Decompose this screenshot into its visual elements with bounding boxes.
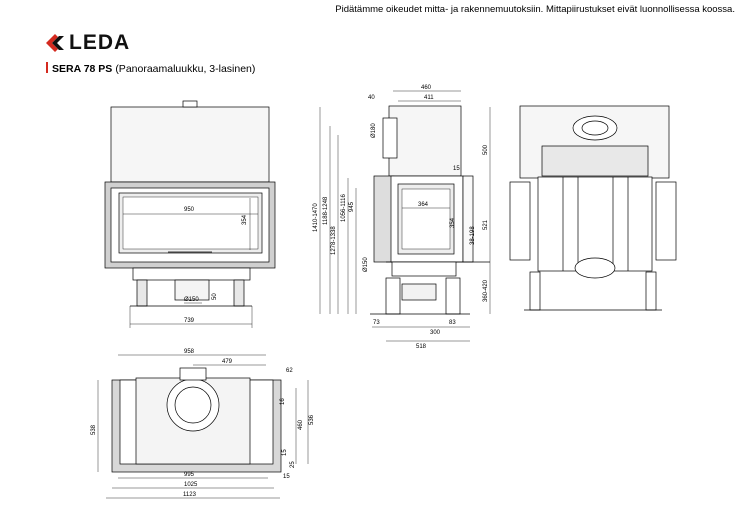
- front-view: [104, 100, 276, 328]
- dim-side-460: 460: [421, 85, 432, 91]
- dim-side-364: 364: [418, 202, 429, 208]
- dim-plan-479: 479: [222, 359, 233, 365]
- dim-plan-25: 25: [290, 461, 296, 468]
- dim-side-500: 500: [483, 144, 489, 155]
- leda-logo-icon: [46, 34, 64, 52]
- dim-side-521: 521: [483, 219, 489, 230]
- dim-plan-460: 460: [298, 419, 304, 430]
- dim-plan-16: 16: [280, 398, 286, 405]
- dim-side-flue-180: Ø180: [371, 123, 377, 138]
- dim-front-950: 950: [184, 207, 195, 213]
- dim-side-1410-1470: 1410-1470: [313, 203, 319, 232]
- dim-side-15: 15: [453, 166, 460, 172]
- dim-side-1188-1248: 1188-1248: [323, 196, 329, 225]
- dim-side-945: 945: [349, 201, 355, 212]
- model-name: SERA 78 PS: [52, 63, 113, 75]
- dim-side-flue-150: Ø150: [363, 257, 369, 272]
- disclaimer-text: Pidätämme oikeudet mitta- ja rakennemuut…: [335, 4, 735, 15]
- dim-plan-538: 538: [91, 424, 97, 435]
- model-title: SERA 78 PS(Panoraamaluukku, 3-lasinen): [46, 62, 255, 75]
- dim-plan-15a: 15: [282, 449, 288, 456]
- dim-side-360-420: 360-420: [483, 279, 489, 302]
- dim-front-354: 354: [242, 214, 248, 225]
- rear-view: [509, 105, 677, 311]
- dim-plan-15b: 15: [283, 474, 290, 480]
- dim-plan-1123: 1123: [183, 492, 197, 498]
- accent-bar: [46, 62, 48, 73]
- dim-plan-62: 62: [286, 368, 293, 374]
- dim-side-518: 518: [416, 344, 427, 350]
- dim-side-38-198: 38-198: [470, 226, 476, 245]
- side-view: [319, 90, 491, 342]
- dim-side-411: 411: [424, 95, 434, 101]
- brand-logo: LEDA: [46, 31, 130, 55]
- dim-side-300: 300: [430, 330, 441, 336]
- dim-front-739: 739: [184, 318, 195, 324]
- dim-side-1056-1116: 1056-1116: [341, 194, 347, 222]
- model-description: (Panoraamaluukku, 3-lasinen): [115, 63, 256, 75]
- dim-side-40: 40: [368, 95, 375, 101]
- dim-plan-958: 958: [184, 349, 195, 355]
- dim-side-83: 83: [449, 320, 456, 326]
- plan-view: [97, 354, 309, 499]
- dim-front-flue: Ø150: [184, 297, 199, 303]
- dim-side-354: 354: [450, 217, 456, 228]
- dim-plan-536: 536: [309, 414, 315, 425]
- dim-front-50: 50: [212, 293, 218, 300]
- dim-plan-995: 995: [184, 472, 195, 478]
- dim-side-1278-1338: 1278-1338: [331, 226, 337, 255]
- dim-plan-1025: 1025: [184, 482, 198, 488]
- dim-side-73: 73: [373, 320, 380, 326]
- brand-name: LEDA: [69, 31, 131, 54]
